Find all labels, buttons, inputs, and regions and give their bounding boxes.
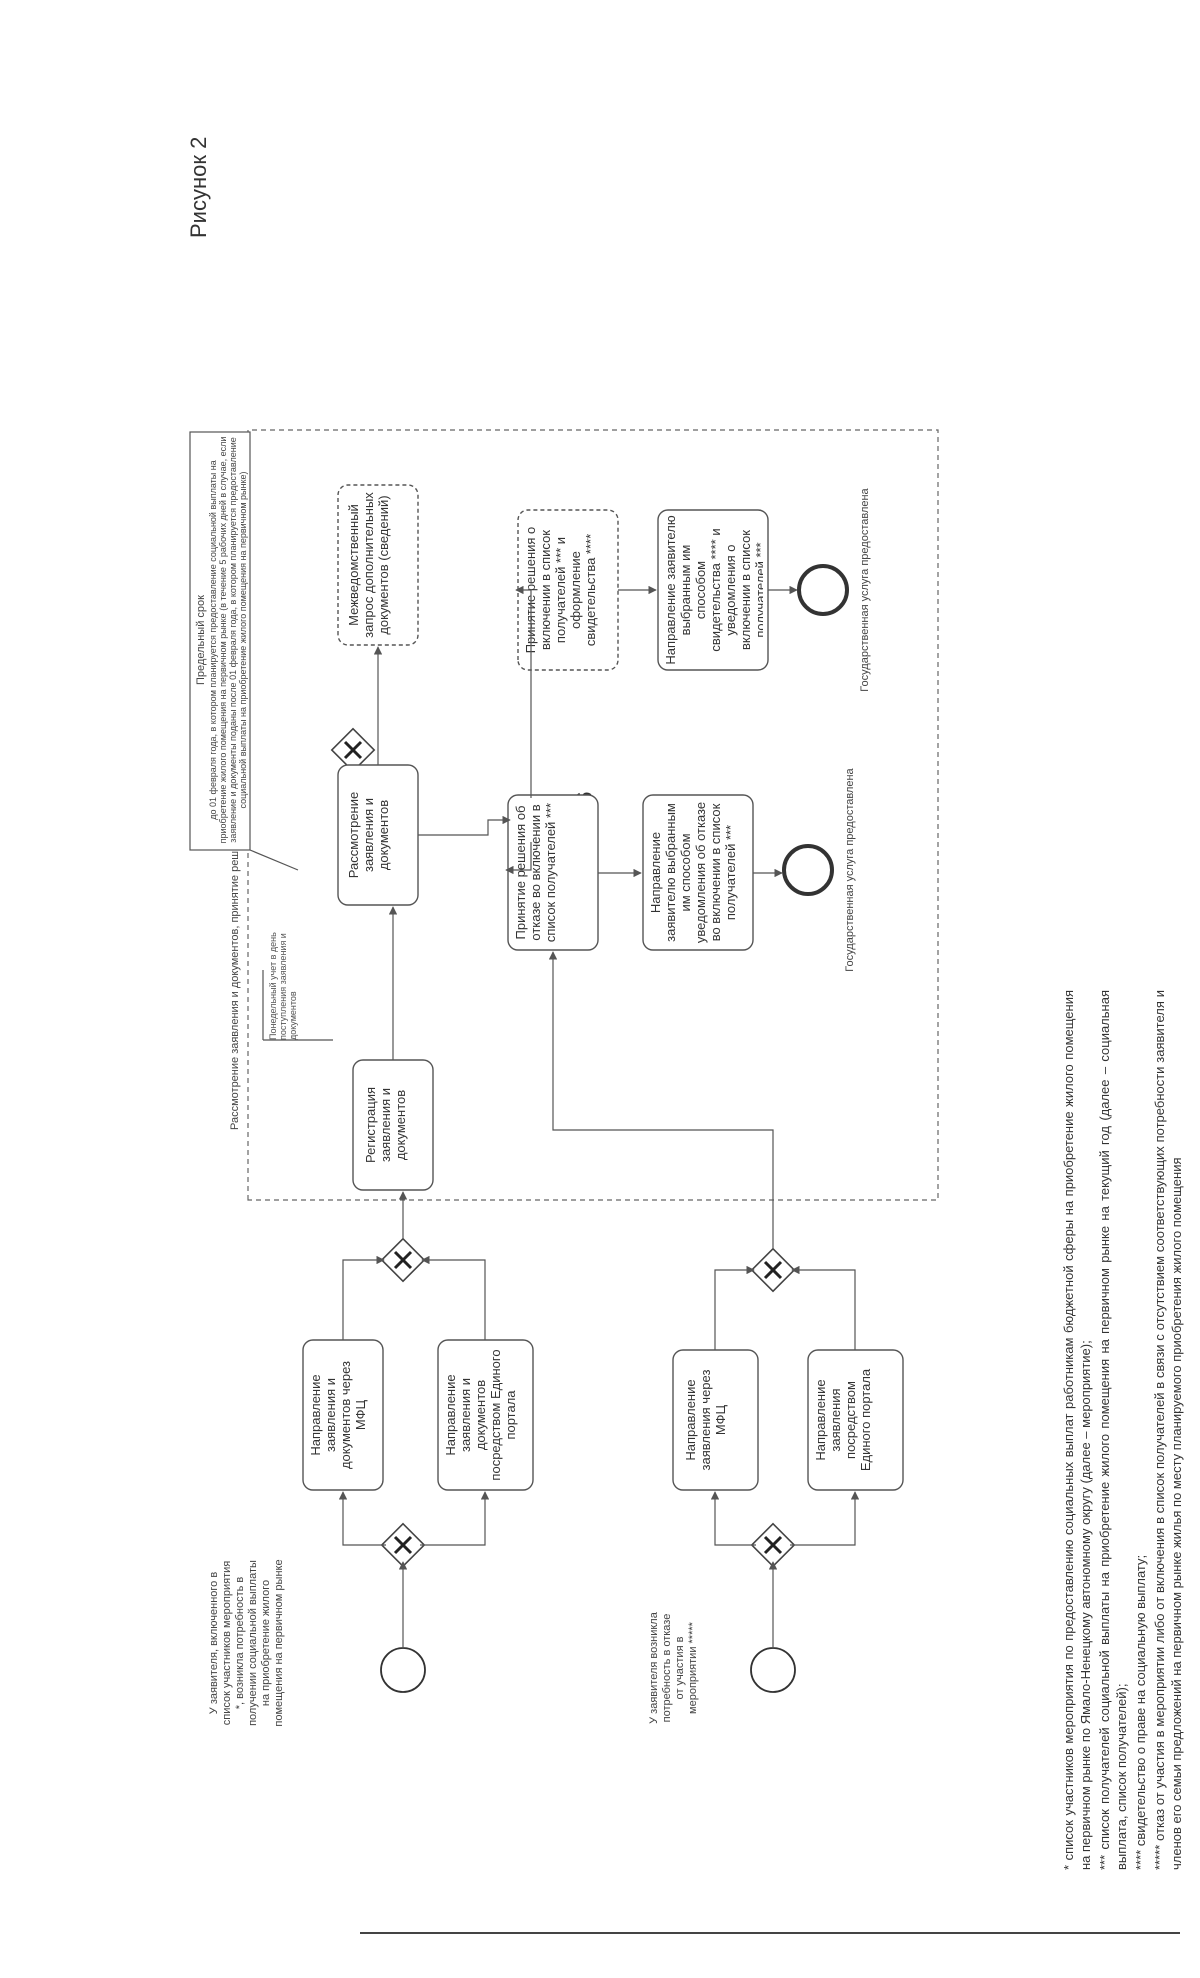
- flow-split-mfc2: [710, 1491, 756, 1546]
- flow-split-portal2: [790, 1491, 860, 1546]
- task-reject-notice-label: Направление заявителю выбранным им спосо…: [648, 801, 738, 944]
- process-diagram: Рассмотрение заявления и документов, при…: [188, 410, 1088, 1730]
- end-event-left: [782, 844, 834, 896]
- task-review-label: Рассмотрение заявления и документов: [346, 791, 391, 879]
- task-mfc-lower-label: Направление заявления через МФЦ: [683, 1369, 728, 1471]
- start-label-upper: У заявителя, включенного в список участн…: [208, 1559, 285, 1727]
- footnote-3: **** свидетельство о праве на социальную…: [1133, 1554, 1148, 1870]
- task-mfc-upper: Направление заявления и документов через…: [302, 1339, 384, 1491]
- phase-frame: [247, 429, 939, 1201]
- gateway-left-branch: [330, 727, 376, 773]
- start-event-upper: [380, 1647, 426, 1693]
- figure-caption: Рисунок 2: [186, 136, 211, 238]
- task-portal-lower-label: Направление заявления посредством Единог…: [813, 1368, 873, 1472]
- flow-review-decision: [418, 815, 511, 836]
- flow-portal2-merge: [791, 1265, 856, 1350]
- flow-decision-reject: [505, 842, 532, 875]
- start-label-lower: У заявителя возникла потребность в отказ…: [648, 1612, 699, 1724]
- footnotes: * список участников мероприятия по предо…: [1060, 990, 1187, 1870]
- task-interagency-label: Межведомственный запрос дополнительных д…: [346, 492, 391, 638]
- gateway-split-upper: [380, 1522, 426, 1568]
- end-event-right: [797, 564, 849, 616]
- footnote-4: ***** отказ от участия в мероприятии либ…: [1152, 990, 1184, 1870]
- end-label-right: Государственная услуга предоставлена: [859, 487, 871, 691]
- task-registration-label: Регистрация заявления и документов: [363, 1087, 408, 1163]
- task-accept-notice: Направление заявителю выбранным им спосо…: [657, 509, 769, 671]
- gateway-split-lower: [750, 1522, 796, 1568]
- task-accept-notice-label: Направление заявителю выбранным им спосо…: [663, 515, 763, 665]
- registration-note-text: Понедельный учет в день поступления заяв…: [268, 932, 298, 1040]
- note-text: до 01 февраля года, в котором планируетс…: [208, 436, 248, 844]
- task-reject-decision: Принятие решения об отказе во включении …: [507, 794, 599, 951]
- gateway-merge-lower: [750, 1247, 796, 1293]
- flow-split-portal1: [420, 1491, 490, 1546]
- task-mfc-upper-label: Направление заявления и документов через…: [308, 1360, 368, 1470]
- flow-mfc2-merge: [714, 1265, 755, 1350]
- flow-lower-to-reject: [548, 951, 774, 1248]
- registration-note: Понедельный учет в день поступления заяв…: [262, 932, 333, 1041]
- note-title: Предельный срок: [195, 595, 207, 685]
- flow-decision-accept: [515, 585, 532, 798]
- task-portal-lower: Направление заявления посредством Единог…: [807, 1349, 904, 1491]
- task-reject-decision-label: Принятие решения об отказе во включении …: [513, 802, 558, 943]
- footnote-rule: [360, 1932, 1180, 1934]
- task-review: Рассмотрение заявления и документов: [337, 764, 419, 906]
- task-portal-upper: Направление заявления и документов посре…: [437, 1339, 534, 1491]
- task-reject-notice: Направление заявителю выбранным им спосо…: [642, 794, 754, 951]
- task-portal-upper-label: Направление заявления и документов посре…: [443, 1349, 518, 1481]
- task-accept-decision: Принятие решения о включении в список по…: [517, 509, 619, 671]
- deadline-note: Предельный срок до 01 февраля года, в ко…: [189, 431, 299, 871]
- gateway-merge-upper: [380, 1237, 426, 1283]
- task-mfc-lower: Направление заявления через МФЦ: [672, 1349, 759, 1491]
- flow-portal1-merge: [421, 1255, 486, 1340]
- task-registration: Регистрация заявления и документов: [352, 1059, 434, 1191]
- flow-split-mfc1: [338, 1491, 386, 1546]
- flow-mfc1-merge: [342, 1255, 385, 1340]
- end-label-left: Государственная услуга предоставлена: [844, 767, 856, 971]
- task-accept-decision-label: Принятие решения о включении в список по…: [523, 526, 598, 654]
- footnote-1: * список участников мероприятия по предо…: [1061, 990, 1093, 1870]
- footnote-2: *** список получателей социальной выплат…: [1097, 990, 1129, 1870]
- task-interagency: Межведомственный запрос дополнительных д…: [337, 484, 419, 646]
